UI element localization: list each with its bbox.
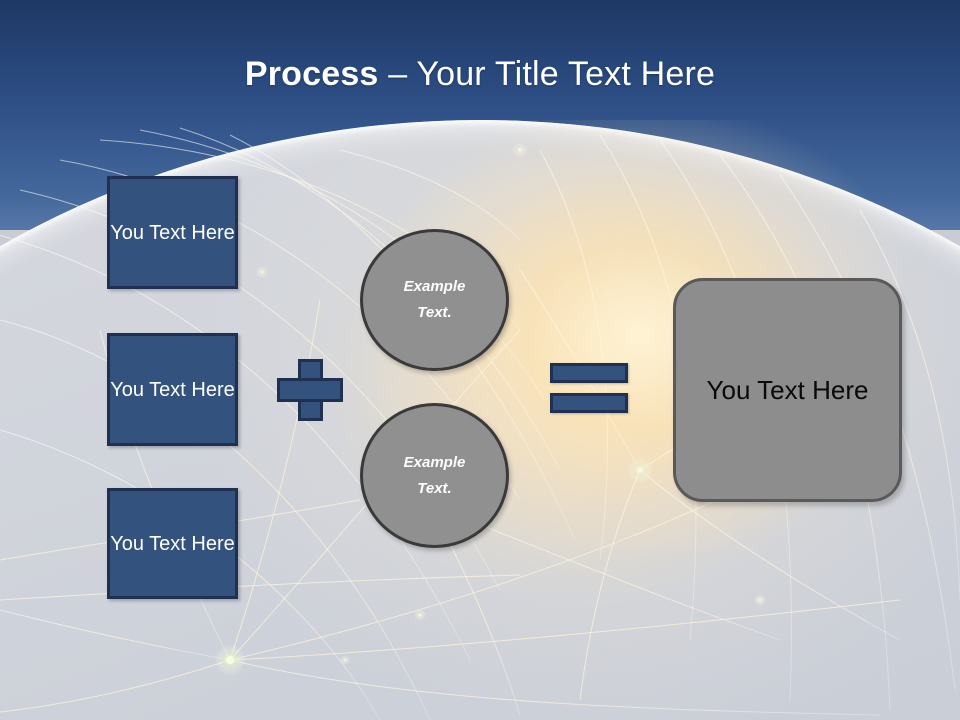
input-box-1-label: You Text Here bbox=[110, 221, 235, 244]
equals-operator-bar-top bbox=[550, 363, 628, 383]
plus-center-fill bbox=[301, 381, 320, 399]
equals-operator-bar-bottom bbox=[550, 393, 628, 413]
slide-title: Process – Your Title Text Here bbox=[0, 52, 960, 96]
input-box-2-label: You Text Here bbox=[110, 378, 235, 401]
slide-title-bold: Process bbox=[244, 55, 379, 93]
result-box[interactable]: You Text Here bbox=[673, 278, 902, 502]
input-box-2[interactable]: You Text Here bbox=[107, 333, 238, 446]
input-box-3-label: You Text Here bbox=[110, 532, 235, 555]
plus-operator-icon bbox=[277, 359, 343, 421]
input-box-3[interactable]: You Text Here bbox=[107, 488, 238, 599]
result-box-label: You Text Here bbox=[706, 374, 869, 405]
input-box-1[interactable]: You Text Here bbox=[107, 176, 238, 289]
slide-title-rest: – Your Title Text Here bbox=[378, 55, 716, 93]
